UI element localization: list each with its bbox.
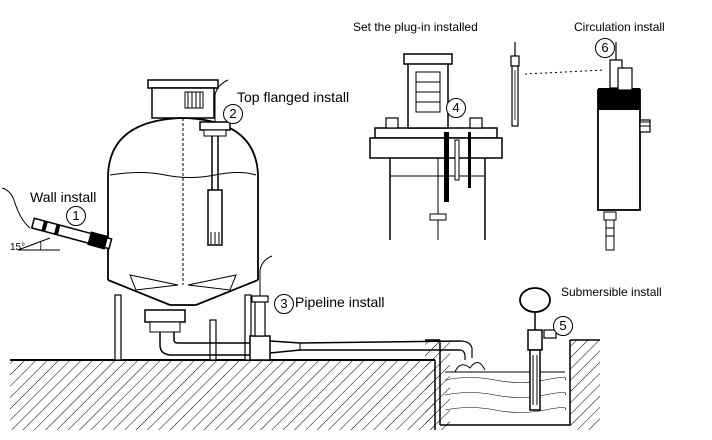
submersible-label: Submersible install [561,285,662,299]
marker-top-flanged: 2 [223,104,243,124]
circulation-label: Circulation install [574,20,665,34]
plug-in-reactor [369,53,503,240]
plug-in-connector [524,69,606,75]
plug-in-probe [510,42,520,127]
circulation-cell [597,42,651,251]
marker-pipeline: 3 [274,294,294,314]
marker-circulation: 6 [595,38,615,58]
sump-pit [425,339,600,430]
plug-in-label: Set the plug-in installed [353,20,478,34]
top-flanged-label: Top flanged install [237,89,350,105]
ground [10,359,436,430]
submersible-probe [519,287,557,411]
marker-wall: 1 [66,206,86,226]
pipeline [159,255,473,361]
pipeline-label: Pipeline install [295,294,385,310]
wall-label: Wall install [30,189,97,205]
wall-probe [1,187,113,251]
angle-label: 15° [10,242,26,253]
top-flanged-probe [199,79,231,246]
marker-plug-in: 4 [446,98,466,118]
marker-submersible: 5 [553,316,573,336]
